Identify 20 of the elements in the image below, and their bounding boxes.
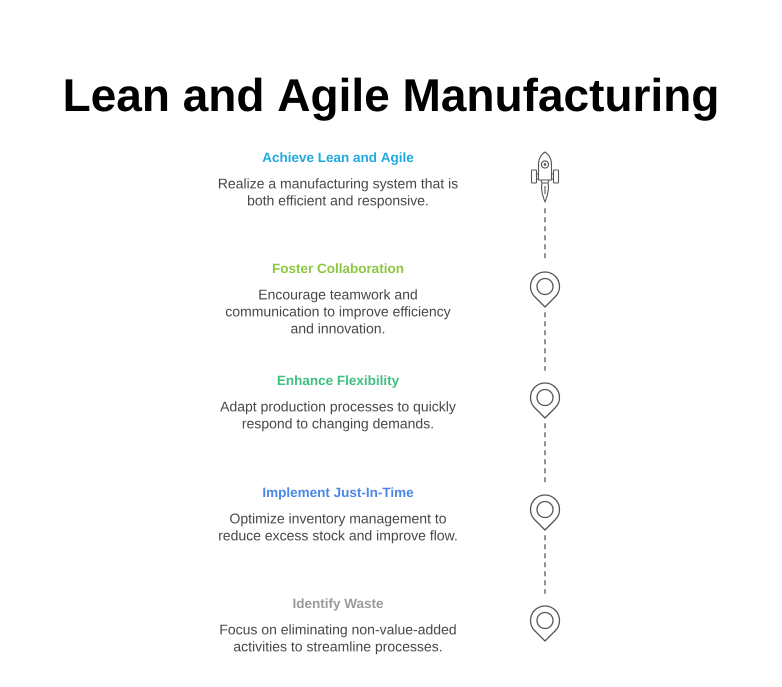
map-pin-icon [530,382,560,419]
step-heading: Achieve Lean and Agile [262,152,414,165]
map-pin-icon [530,271,560,308]
timeline-connector [544,208,546,260]
step-heading: Identify Waste [293,598,384,611]
map-pin-icon [530,494,560,531]
step-description: Encourage teamwork and communication to improve efficiency and innovation. [226,289,451,334]
timeline-connector [544,312,546,371]
step-description: Adapt production processes to quickly respond to changing demands. [220,401,456,432]
title: Lean and Agile Manufacturing [66,78,716,121]
rocket-icon [530,151,560,203]
timeline-connector [544,535,546,594]
step-description: Realize a manufacturing system that is both efficient and responsive. [218,178,458,208]
step-description: Optimize inventory management to reduce excess stock and improve flow. [219,513,457,544]
step-description: Focus on eliminating non-value-added activities to streamline processes. [220,624,456,654]
map-pin-icon [530,605,560,642]
timeline-connector [544,423,546,483]
step-heading: Enhance Flexibility [278,375,400,388]
step-heading: Implement Just-In-Time [263,487,414,500]
step-heading: Foster Collaboration [272,263,404,274]
